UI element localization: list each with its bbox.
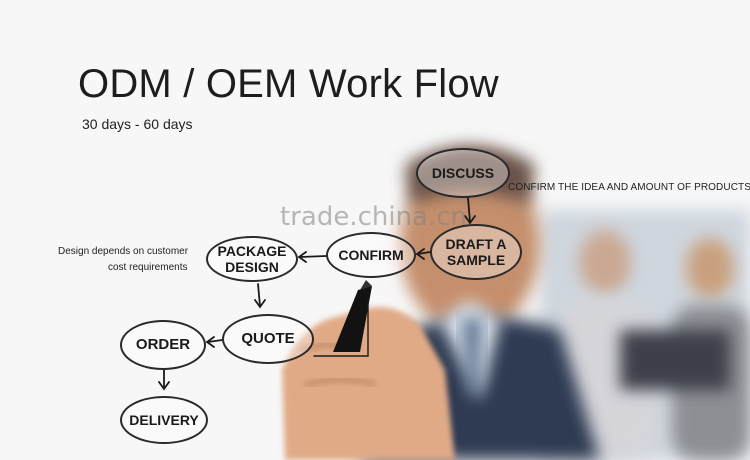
background-person-head-2 (686, 238, 734, 298)
marker-tip (360, 280, 372, 290)
step-discuss-label: DISCUSS (431, 164, 495, 181)
arrowhead-quote (254, 299, 266, 309)
step-quote-label: QUOTE (241, 330, 295, 348)
step-quote: QUOTE (222, 314, 314, 364)
marker-line (313, 299, 369, 357)
step-draft-sample: DRAFT A SAMPLE (430, 224, 522, 280)
step-delivery-label: DELIVERY (129, 411, 199, 428)
arrowhead-delivery (158, 381, 170, 391)
step-package-label-2: DESIGN (225, 259, 279, 275)
page-title: ODM / OEM Work Flow (78, 62, 499, 106)
step-package-design: PACKAGE DESIGN (206, 236, 298, 282)
finger-crease-2 (304, 377, 376, 388)
arrow-quote-to-order (207, 339, 223, 343)
arrow-package-to-quote (257, 283, 261, 307)
step-discuss: DISCUSS (416, 148, 510, 198)
step-order: ORDER (120, 320, 206, 370)
arrowhead-order (205, 336, 215, 348)
confirm-idea-note: CONFIRM THE IDEA AND AMOUNT OF PRODUCTS (508, 182, 750, 193)
step-draft-label-2: SAMPLE (446, 252, 506, 268)
step-order-label: ORDER (135, 336, 191, 354)
step-delivery: DELIVERY (120, 396, 208, 444)
arrowhead-confirm (415, 248, 425, 260)
background-person-head (579, 230, 631, 294)
design-note-line-2: cost requirements (108, 262, 188, 273)
arrowhead-draft (464, 215, 476, 225)
design-note-line-1: Design depends on customer (58, 246, 189, 257)
arrowhead-package (297, 251, 307, 263)
step-confirm: CONFIRM (326, 232, 416, 278)
step-package-label-1: PACKAGE (217, 242, 287, 259)
step-draft-label-1: DRAFT A (445, 235, 507, 252)
top-fade (0, 0, 750, 150)
marker-pen (333, 286, 372, 352)
arrow-confirm-to-package (299, 255, 327, 258)
laptop (620, 330, 730, 390)
step-confirm-label: CONFIRM (338, 246, 404, 263)
duration-subtitle: 30 days - 60 days (82, 116, 193, 132)
watermark: trade.china.cn (280, 202, 468, 232)
man-tie (462, 318, 482, 395)
arrow-discuss-to-draft (467, 197, 471, 223)
arrow-draft-to-confirm (417, 251, 431, 255)
